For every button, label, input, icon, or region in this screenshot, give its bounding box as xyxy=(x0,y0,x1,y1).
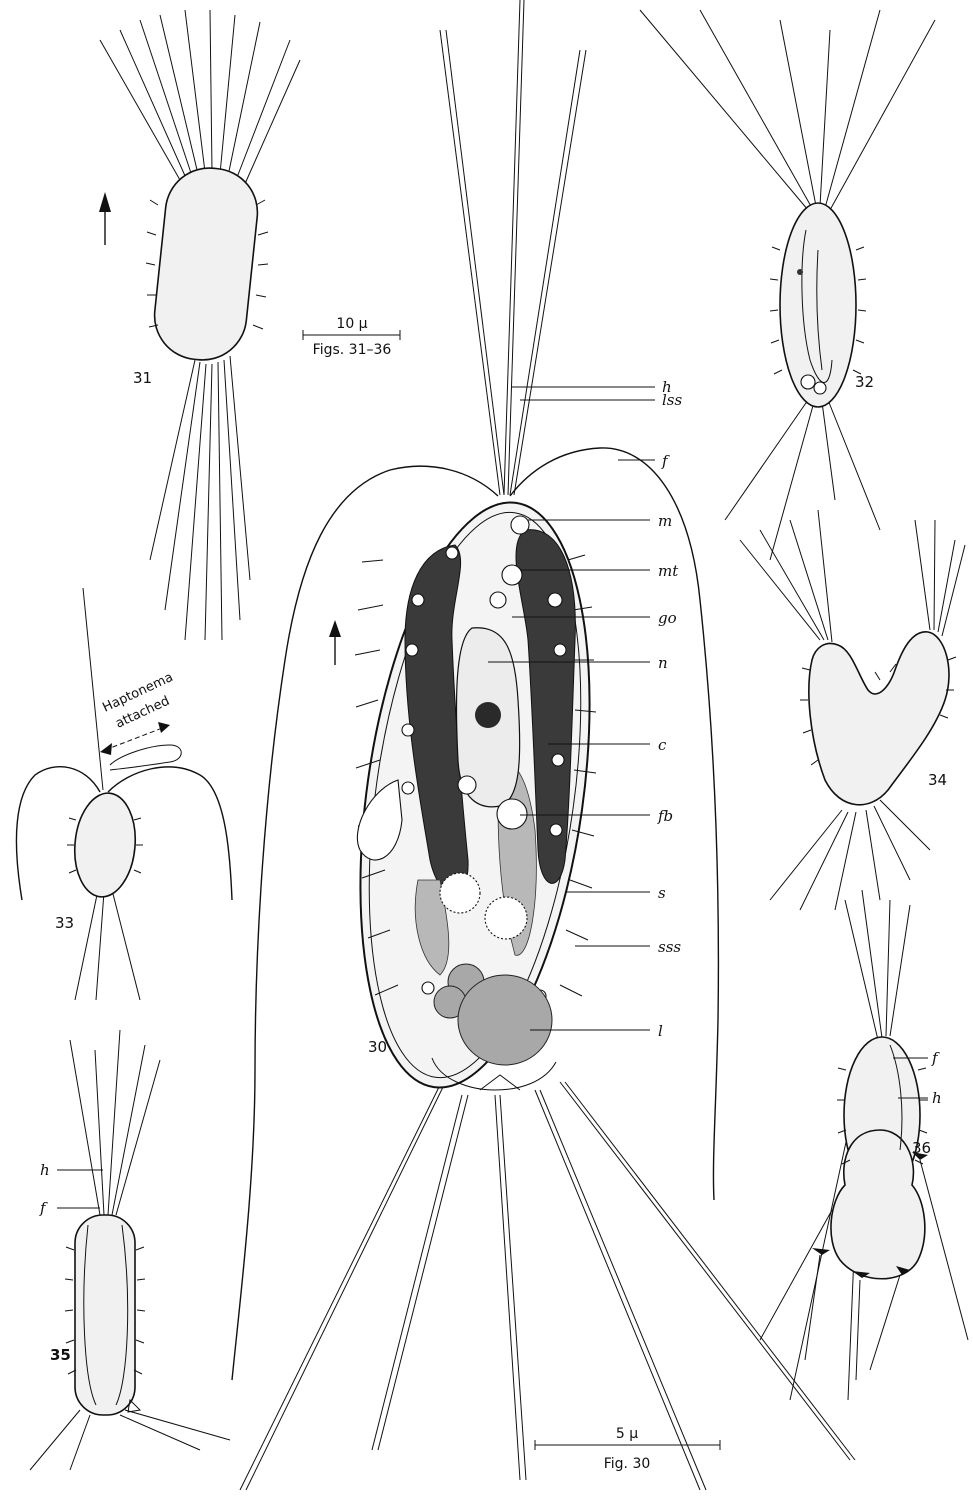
fig30-label-mt: mt xyxy=(658,562,679,580)
scale-bar-large-caption: Fig. 30 xyxy=(604,1456,651,1472)
fig36-label-h: h xyxy=(932,1089,942,1107)
fig31-number: 31 xyxy=(133,369,152,387)
fig30-number: 30 xyxy=(368,1038,387,1056)
fig30-label-go: go xyxy=(658,609,677,627)
fig35-label-f: f xyxy=(39,1199,48,1217)
fig36-number: 36 xyxy=(912,1139,931,1157)
scale-bar-small-caption: Figs. 31–36 xyxy=(313,342,392,358)
fig32-number: 32 xyxy=(855,373,874,391)
fig31-cell-diagram xyxy=(99,10,300,640)
direction-arrow-icon xyxy=(329,620,341,665)
scale-bar-large-value: 5 μ xyxy=(616,1426,638,1442)
double-headed-dashed-arrow-icon xyxy=(100,722,181,770)
fig30-cell-diagram xyxy=(232,0,855,1490)
fig30-label-lss: lss xyxy=(662,391,682,409)
scale-bar-small-value: 10 μ xyxy=(336,316,367,332)
fig30-label-s: s xyxy=(658,884,666,902)
fig33-cell-diagram xyxy=(16,588,232,1000)
fig30-label-l: l xyxy=(658,1022,663,1040)
fig36-label-f: f xyxy=(931,1049,940,1067)
fig33-number: 33 xyxy=(55,914,74,932)
fig30-label-n: n xyxy=(658,654,668,672)
fig30-label-m: m xyxy=(658,512,672,530)
fig35-number: 35 xyxy=(50,1346,71,1364)
fig34-number: 34 xyxy=(928,771,947,789)
direction-arrow-icon xyxy=(99,192,111,245)
fig30-label-c: c xyxy=(658,736,667,754)
fig30-label-sss: sss xyxy=(658,938,681,956)
fig32-cell-diagram xyxy=(640,10,935,560)
fig30-label-fb: fb xyxy=(657,807,673,825)
fig36-cell-diagram xyxy=(760,890,968,1400)
fig35-label-h: h xyxy=(40,1161,50,1179)
fig30-label-f: f xyxy=(661,452,670,470)
fig34-cell-diagram xyxy=(740,510,965,910)
fig35-cell-diagram xyxy=(30,1030,230,1470)
